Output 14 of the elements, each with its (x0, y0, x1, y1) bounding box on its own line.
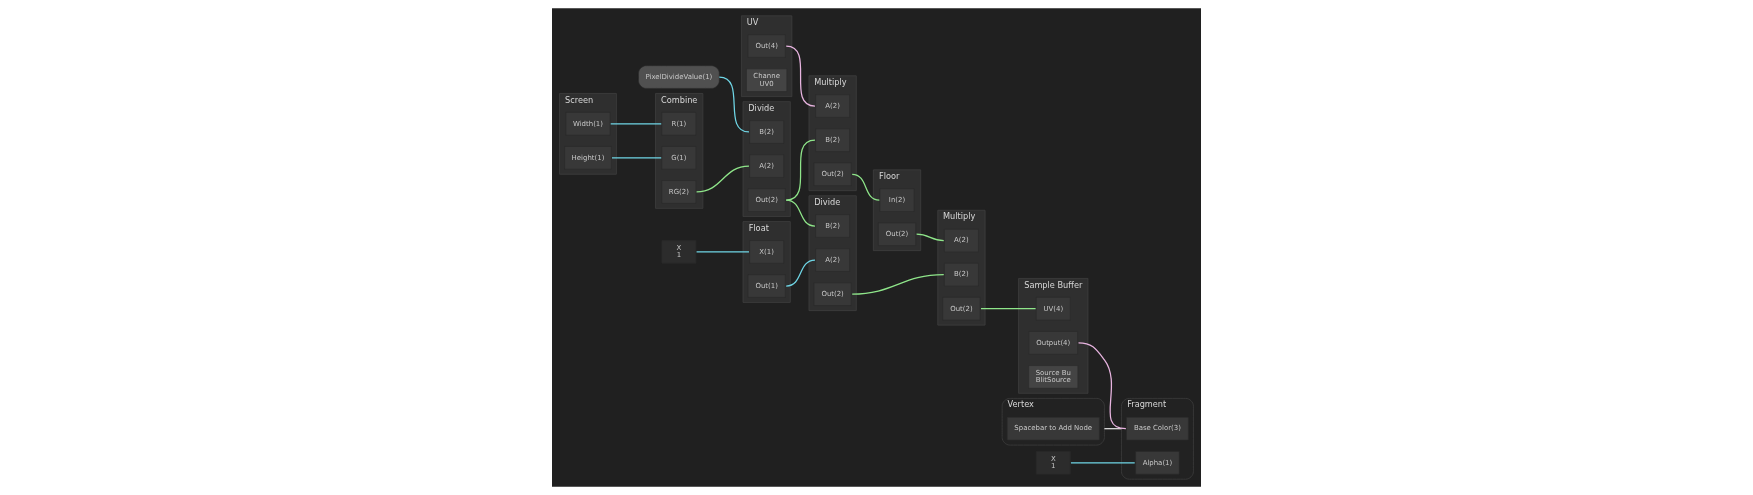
connector (980, 308, 1037, 310)
connector (851, 173, 880, 201)
connector (718, 76, 750, 133)
connector (851, 274, 945, 295)
connector (785, 259, 816, 287)
connector (695, 165, 750, 193)
connector (611, 157, 662, 159)
connector (1070, 462, 1136, 464)
connector (785, 45, 816, 107)
connector (785, 199, 816, 227)
connector (785, 139, 816, 201)
connector (610, 123, 662, 125)
connector (695, 251, 750, 253)
connector (915, 233, 945, 242)
